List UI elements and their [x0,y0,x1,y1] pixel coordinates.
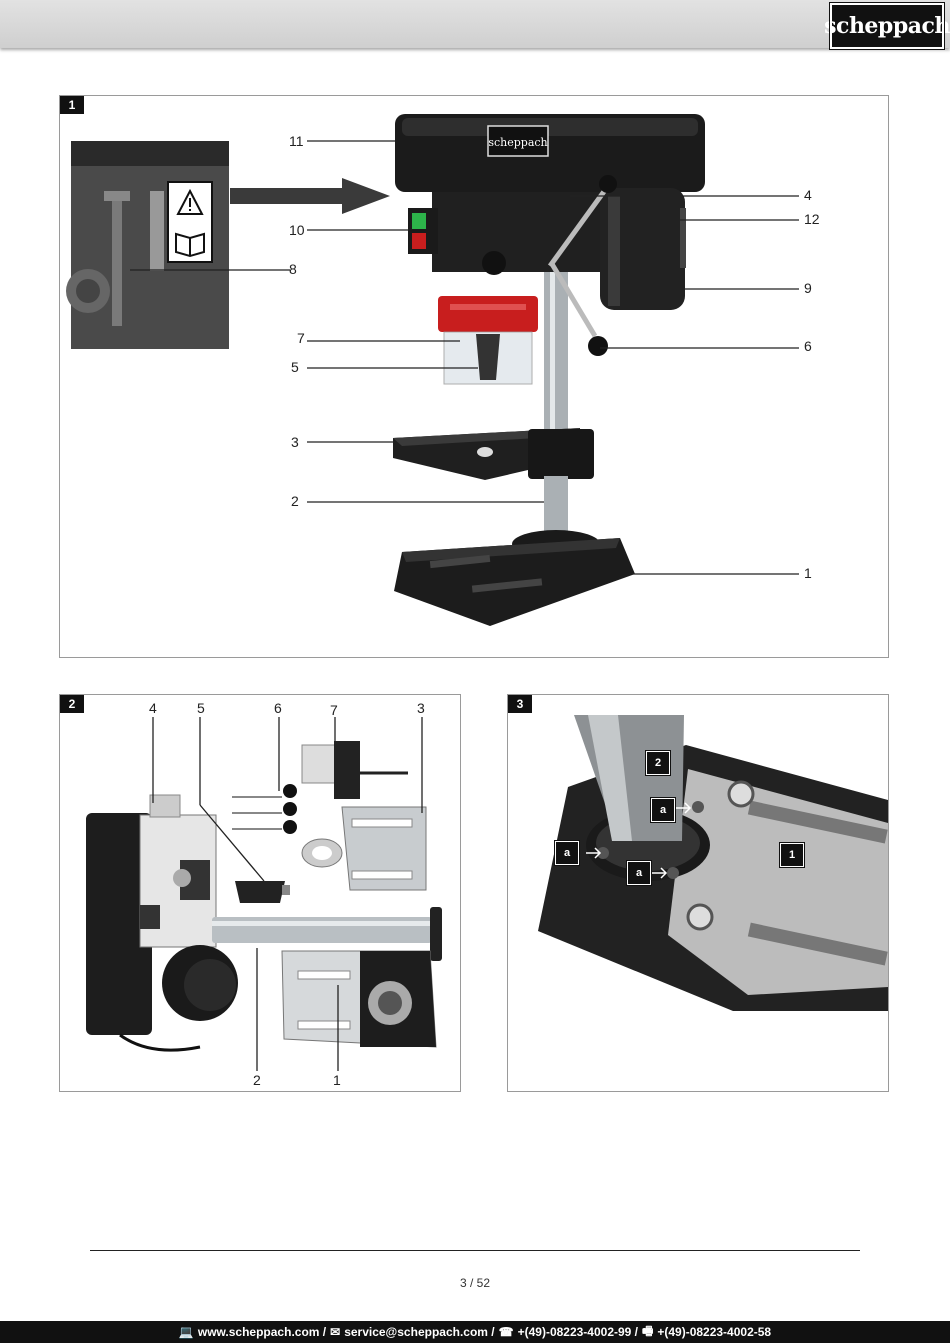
website-link[interactable]: www.scheppach.com / [197,1325,327,1339]
fax-number: +(49)-08223-4002-58 [657,1325,772,1339]
fax-icon: 🖷 [642,1323,654,1338]
email-link[interactable]: service@scheppach.com / [344,1325,495,1339]
warning-icon [176,188,204,215]
tag-screw: a [650,797,676,823]
mail-icon: ✉ [330,1325,341,1339]
tag-screw: a [626,860,652,886]
figure-1-panel: 1 scheppach [59,95,889,658]
callout-3: 3 [291,434,299,450]
figure-2-panel: 2 [59,694,461,1092]
callout-7: 7 [297,330,305,346]
callout-5: 5 [197,700,205,716]
callout-7: 7 [330,702,338,718]
callout-6: 6 [274,700,282,716]
svg-text:scheppach: scheppach [488,136,547,149]
callout-4: 4 [804,187,812,203]
callout-8: 8 [289,261,297,277]
parts-illustration [86,717,442,1071]
tag-column: 2 [645,750,671,776]
manual-icon [175,232,205,258]
callout-2: 2 [291,493,299,509]
callout-9: 9 [804,280,812,296]
base-mounting-photo [538,715,888,1011]
phone-number: +(49)-08223-4002-99 / [517,1325,639,1339]
callout-5: 5 [291,359,299,375]
page-number: 3 / 52 [459,1276,491,1290]
computer-icon: 💻 [178,1325,194,1339]
callout-2: 2 [253,1072,261,1088]
callout-10: 10 [289,222,305,238]
callout-11: 11 [289,133,304,149]
callout-12: 12 [804,211,820,227]
drill-press-illustration: scheppach [66,114,799,626]
figure-badge: 1 [60,96,84,114]
callout-4: 4 [149,700,157,716]
contact-bar: 💻 www.scheppach.com / ✉ service@scheppac… [0,1321,950,1343]
callout-1: 1 [804,565,812,581]
footer-divider [90,1250,860,1251]
figure-badge: 2 [60,695,84,713]
figure-badge: 3 [508,695,532,713]
tag-screw: a [554,840,580,866]
tag-base: 1 [779,842,805,868]
figure-3-panel: 3 2 a a a 1 [507,694,889,1092]
brand-logo: scheppach [824,2,950,50]
phone-icon: ☎ [498,1325,514,1339]
header-band: scheppach [0,0,950,50]
callout-3: 3 [417,700,425,716]
callout-6: 6 [804,338,812,354]
callout-1: 1 [333,1072,341,1088]
